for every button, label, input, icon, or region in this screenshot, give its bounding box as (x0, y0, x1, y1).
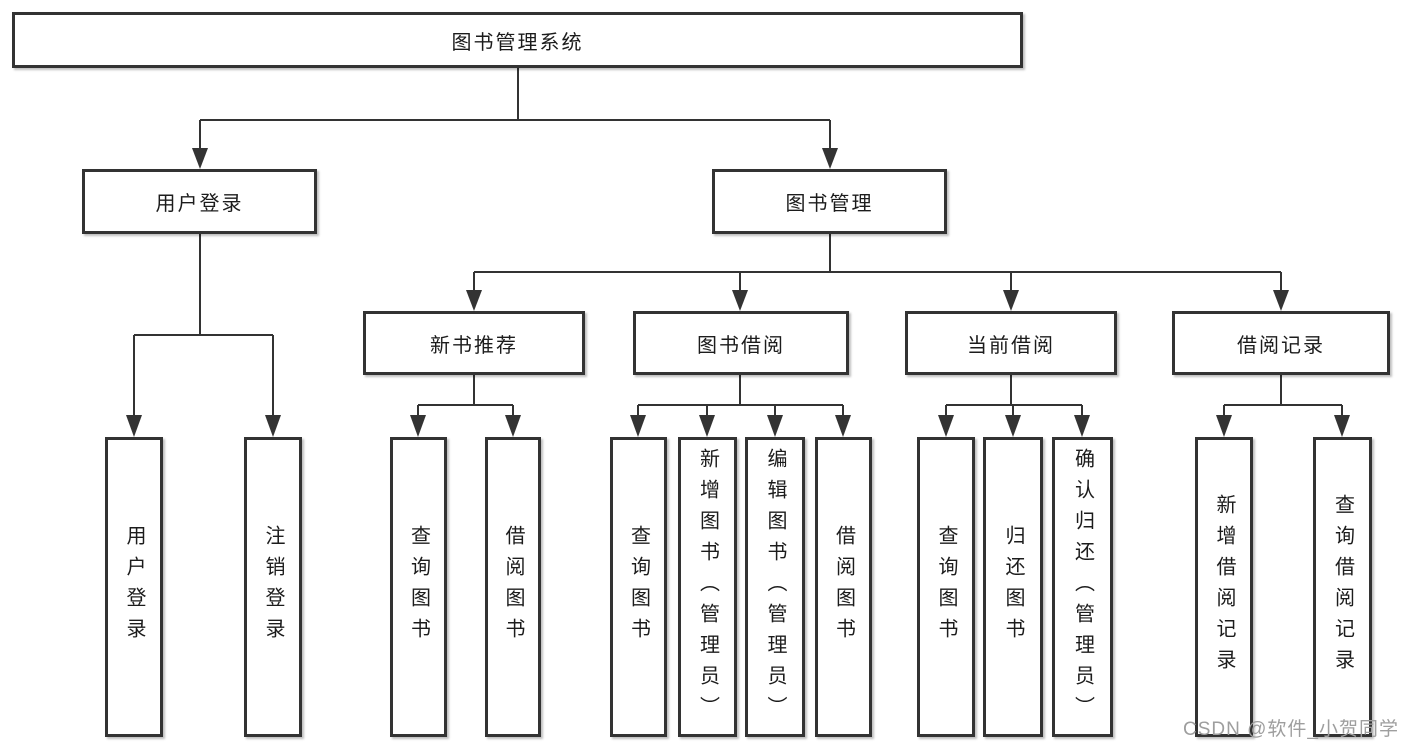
leaf-query-borrow-record: 查询借阅记录 (1313, 437, 1372, 737)
leaf-query-books-current: 查询图书 (917, 437, 975, 737)
leaf-query-books-recommend-label: 查询图书 (407, 525, 430, 649)
leaf-query-borrow-record-label: 查询借阅记录 (1331, 494, 1354, 680)
leaf-edit-book-admin-label: 编辑图书（管理员） (764, 447, 786, 727)
node-current-borrow: 当前借阅 (905, 311, 1117, 375)
node-new-book-recommend: 新书推荐 (363, 311, 585, 375)
leaf-return-book: 归还图书 (983, 437, 1043, 737)
leaf-add-book-admin-label: 新增图书（管理员） (696, 447, 719, 727)
leaf-query-books-current-label: 查询图书 (935, 525, 957, 649)
leaf-edit-book-admin: 编辑图书（管理员） (745, 437, 805, 737)
leaf-query-books-recommend: 查询图书 (390, 437, 447, 737)
node-borrow-records: 借阅记录 (1172, 311, 1390, 375)
csdn-watermark: CSDN @软件_小贺同学 (1183, 719, 1399, 740)
leaf-add-borrow-record-label: 新增借阅记录 (1213, 494, 1235, 680)
node-borrow-records-label: 借阅记录 (1237, 334, 1325, 357)
leaf-query-books-borrow: 查询图书 (610, 437, 667, 737)
leaf-borrow-books-recommend: 借阅图书 (485, 437, 541, 737)
node-user-login: 用户登录 (82, 169, 317, 234)
node-book-management: 图书管理 (712, 169, 947, 234)
leaf-return-book-label: 归还图书 (1002, 525, 1024, 649)
node-book-borrow-label: 图书借阅 (697, 334, 785, 357)
leaf-user-login-label: 用户登录 (123, 525, 145, 649)
leaf-query-books-borrow-label: 查询图书 (627, 525, 650, 649)
leaf-add-book-admin: 新增图书（管理员） (678, 437, 737, 737)
leaf-add-borrow-record: 新增借阅记录 (1195, 437, 1253, 737)
leaf-confirm-return-admin: 确认归还（管理员） (1052, 437, 1113, 737)
node-library-system-label: 图书管理系统 (451, 31, 584, 54)
leaf-logout-label: 注销登录 (262, 525, 284, 649)
leaf-borrow-books-recommend-label: 借阅图书 (502, 525, 524, 649)
node-library-system: 图书管理系统 (12, 12, 1023, 68)
node-new-book-recommend-label: 新书推荐 (430, 334, 518, 357)
leaf-confirm-return-admin-label: 确认归还（管理员） (1071, 447, 1094, 727)
node-book-borrow: 图书借阅 (633, 311, 849, 375)
leaf-borrow-books: 借阅图书 (815, 437, 872, 737)
node-book-management-label: 图书管理 (785, 193, 874, 215)
leaf-borrow-books-label: 借阅图书 (832, 525, 855, 649)
node-current-borrow-label: 当前借阅 (967, 334, 1055, 357)
node-user-login-label: 用户登录 (155, 193, 244, 215)
leaf-logout: 注销登录 (244, 437, 302, 737)
leaf-user-login: 用户登录 (105, 437, 163, 737)
